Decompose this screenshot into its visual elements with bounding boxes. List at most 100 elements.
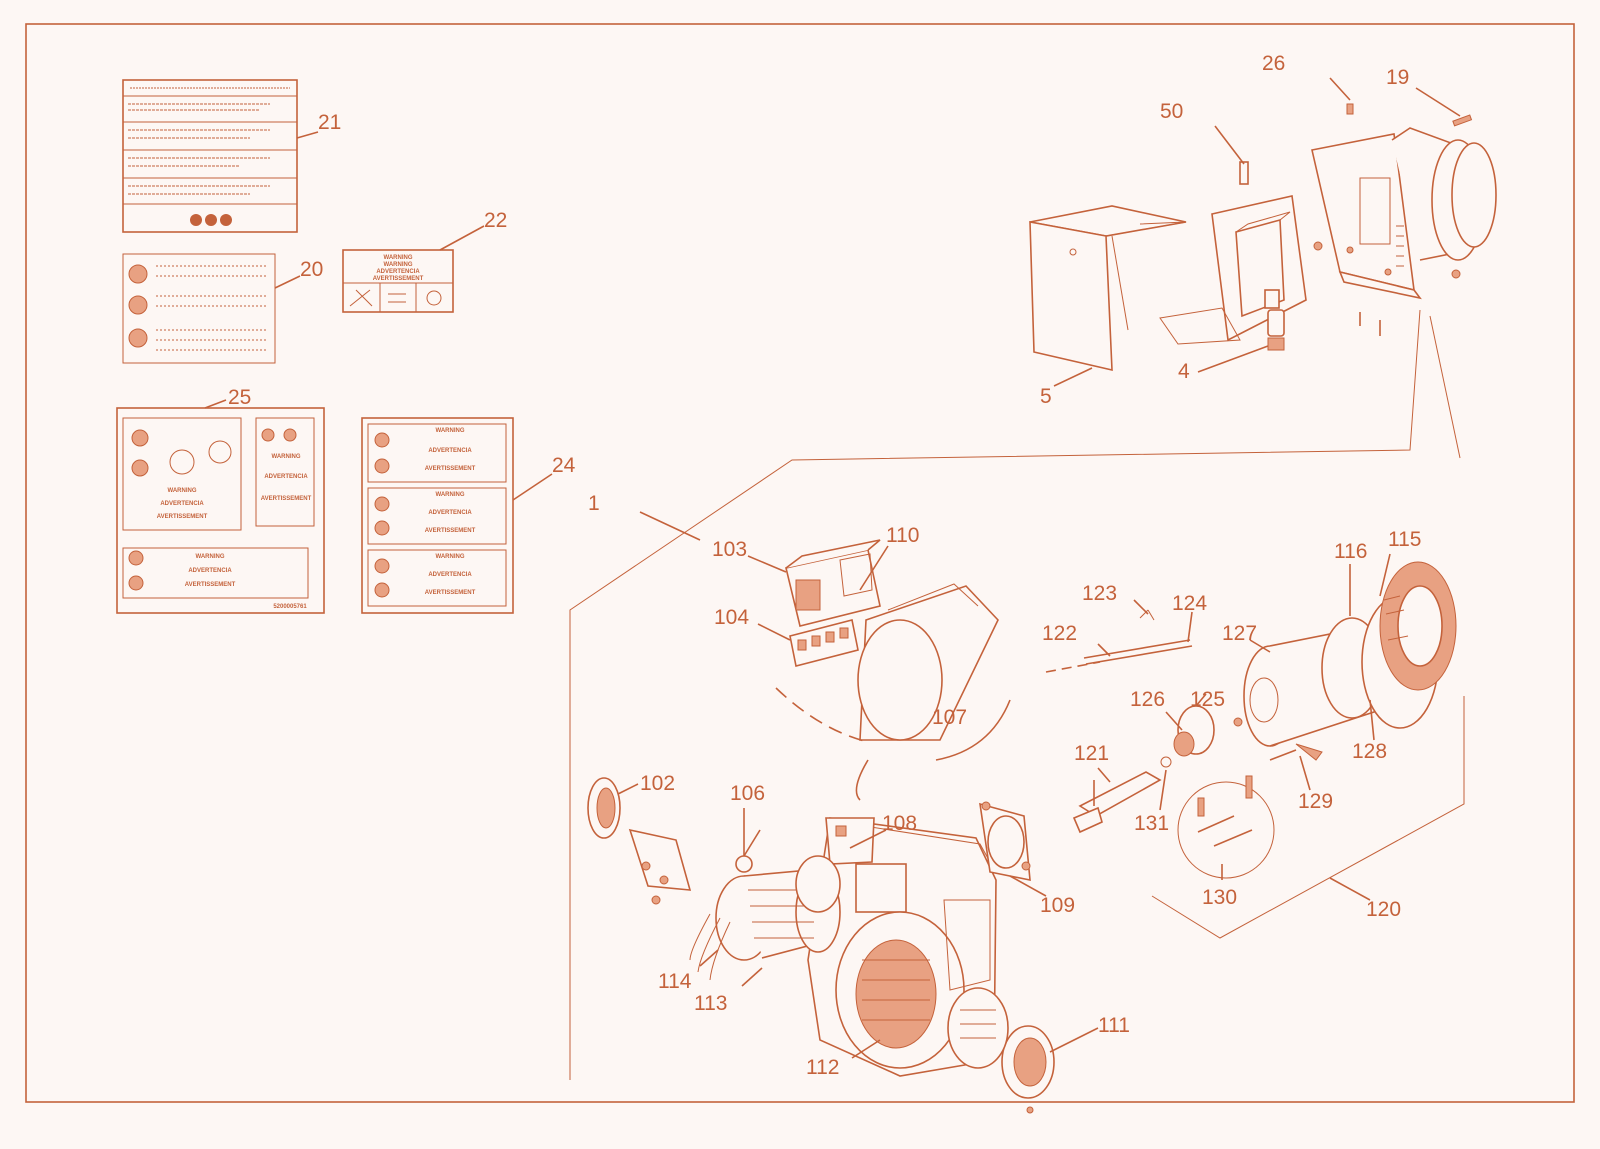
callout-121: 121: [1074, 742, 1109, 765]
wires-114: [689, 913, 731, 981]
callout-127: 127: [1222, 622, 1257, 645]
leader-121: [1097, 767, 1111, 783]
leader-126: [1165, 711, 1183, 731]
label-22: WARNING WARNING ADVERTENCIA AVERTISSEMEN…: [342, 249, 454, 313]
svg-text:WARNING: WARNING: [436, 554, 465, 560]
svg-text:WARNING: WARNING: [384, 255, 413, 261]
svg-text:AVERTISSEMENT: AVERTISSEMENT: [425, 590, 476, 596]
svg-text:ADVERTENCIA: ADVERTENCIA: [428, 448, 472, 454]
callout-109: 109: [1040, 894, 1075, 917]
svg-text:ADVERTENCIA: ADVERTENCIA: [188, 568, 232, 574]
label-25: WARNING ADVERTENCIA AVERTISSEMENT WARNIN…: [116, 407, 325, 614]
callout-122: 122: [1042, 622, 1077, 645]
control-103: [785, 539, 881, 627]
callout-24: 24: [552, 454, 576, 477]
leader-129: [1299, 755, 1311, 791]
callout-131: 131: [1134, 812, 1169, 835]
callout-1: 1: [588, 492, 600, 515]
svg-text:AVERTISSEMENT: AVERTISSEMENT: [373, 276, 424, 282]
callout-4: 4: [1178, 360, 1190, 383]
svg-text:AVERTISSEMENT: AVERTISSEMENT: [185, 582, 236, 588]
leader-25: [204, 399, 227, 409]
callout-112: 112: [806, 1056, 839, 1079]
leader-124: [1187, 611, 1193, 643]
callout-111: 111: [1098, 1014, 1130, 1037]
callout-5: 5: [1040, 385, 1052, 408]
ignition-106: [735, 829, 761, 873]
terminal-104: [789, 619, 859, 667]
callout-102: 102: [640, 772, 675, 795]
electrode-kit-130: [1177, 775, 1275, 879]
nozzle-assembly-125: [1173, 705, 1243, 757]
control-box-4: [1159, 161, 1307, 351]
cover-5: [1029, 205, 1187, 372]
mounting-plate: [1311, 103, 1497, 336]
callout-20: 20: [300, 258, 323, 281]
callout-114: 114: [658, 970, 692, 993]
leader-109: [1009, 875, 1047, 897]
label-24: WARNING ADVERTENCIA AVERTISSEMENT WARNIN…: [361, 417, 514, 614]
leader-103: [747, 555, 787, 573]
leader-102: [617, 783, 639, 795]
leader-21: [296, 131, 319, 139]
label-21: [122, 79, 298, 233]
svg-text:AVERTISSEMENT: AVERTISSEMENT: [261, 496, 312, 502]
callout-107: 107: [932, 706, 967, 729]
svg-text:ADVERTENCIA: ADVERTENCIA: [428, 510, 472, 516]
leader-114: [699, 949, 719, 967]
nozzle-holder-121: [1072, 756, 1172, 834]
cover-111: [947, 987, 1055, 1114]
callout-22: 22: [484, 209, 507, 232]
leader-24: [512, 473, 553, 501]
blast-tube: [1243, 561, 1457, 747]
callout-124: 124: [1172, 592, 1207, 615]
svg-text:AVERTISSEMENT: AVERTISSEMENT: [425, 466, 476, 472]
callout-50: 50: [1160, 100, 1183, 123]
leader-22: [439, 225, 485, 251]
callout-116: 116: [1334, 540, 1367, 563]
leader-1: [639, 511, 701, 541]
housing-top: [857, 583, 999, 741]
callout-123: 123: [1082, 582, 1117, 605]
leader-110: [859, 545, 889, 591]
callout-130: 130: [1202, 886, 1237, 909]
leader-112: [851, 1039, 881, 1059]
leader-4: [1197, 345, 1269, 373]
svg-text:WARNING: WARNING: [168, 488, 197, 494]
callout-113: 113: [694, 992, 727, 1015]
leader-5: [1053, 367, 1093, 387]
cable-107: [935, 699, 1011, 761]
svg-text:WARNING: WARNING: [196, 554, 225, 560]
callout-19: 19: [1386, 66, 1409, 89]
callout-26: 26: [1262, 52, 1285, 75]
svg-text:5200005761: 5200005761: [273, 604, 307, 610]
callout-21: 21: [318, 111, 341, 134]
svg-text:ADVERTENCIA: ADVERTENCIA: [428, 572, 472, 578]
svg-text:AVERTISSEMENT: AVERTISSEMENT: [425, 528, 476, 534]
pump-108: [795, 817, 875, 913]
frame-border: [25, 23, 1575, 1103]
electrodes-122: [1045, 609, 1193, 673]
leader-108: [849, 829, 887, 849]
callout-104: 104: [714, 606, 749, 629]
flange-109: [979, 801, 1031, 881]
leader-50: [1214, 125, 1245, 165]
svg-text:WARNING: WARNING: [436, 428, 465, 434]
callout-25: 25: [228, 386, 251, 409]
leader-115: [1379, 553, 1391, 597]
leader-127: [1249, 639, 1271, 653]
svg-text:WARNING: WARNING: [384, 262, 413, 268]
cover-102: [587, 777, 692, 905]
callout-129: 129: [1298, 790, 1333, 813]
leader-131: [1159, 769, 1167, 811]
callout-103: 103: [712, 538, 747, 561]
svg-text:WARNING: WARNING: [272, 454, 301, 460]
callout-115: 115: [1388, 528, 1421, 551]
clip-129: [1269, 743, 1323, 761]
callout-120: 120: [1366, 898, 1401, 921]
leader-111: [1049, 1027, 1099, 1053]
svg-text:ADVERTENCIA: ADVERTENCIA: [264, 474, 308, 480]
group-bracket-120: [1151, 696, 1465, 939]
leader-104: [757, 623, 791, 641]
